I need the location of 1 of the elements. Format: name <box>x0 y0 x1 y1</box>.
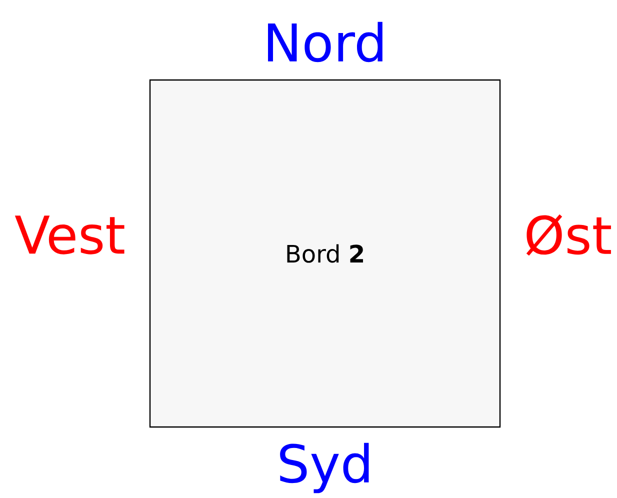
table-square: Bord 2 <box>149 79 501 428</box>
